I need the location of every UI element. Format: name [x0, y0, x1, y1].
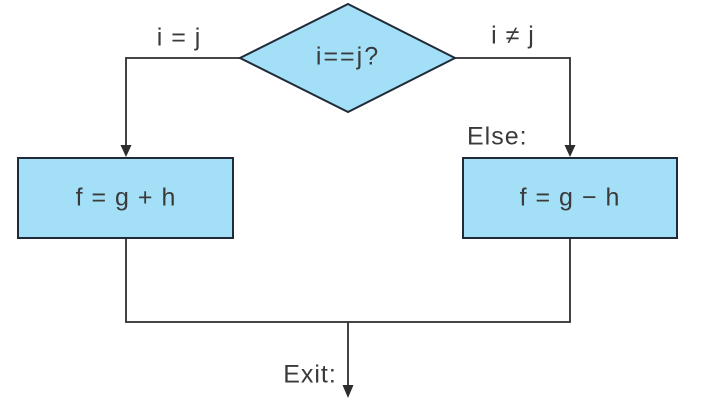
decision-diamond	[237, 2, 458, 114]
connector-branch-left	[125, 57, 240, 146]
exit-label: Exit:	[283, 360, 337, 389]
else-label: Else:	[467, 122, 528, 151]
arrowhead-left-box-icon	[120, 145, 132, 157]
process-box-left	[17, 157, 234, 239]
branch-right-condition-label: i ≠ j	[491, 21, 535, 50]
decision-label: i==j?	[315, 42, 381, 71]
process-left-label: f = g + h	[75, 183, 177, 212]
connector-branch-right	[455, 57, 571, 146]
connector-merge	[125, 238, 571, 323]
branch-left-condition-label: i = j	[156, 23, 202, 52]
process-box-right	[462, 157, 678, 239]
arrowhead-right-box-icon	[564, 145, 576, 157]
process-right-label: f = g − h	[519, 183, 621, 212]
arrowhead-exit-icon	[342, 385, 354, 398]
